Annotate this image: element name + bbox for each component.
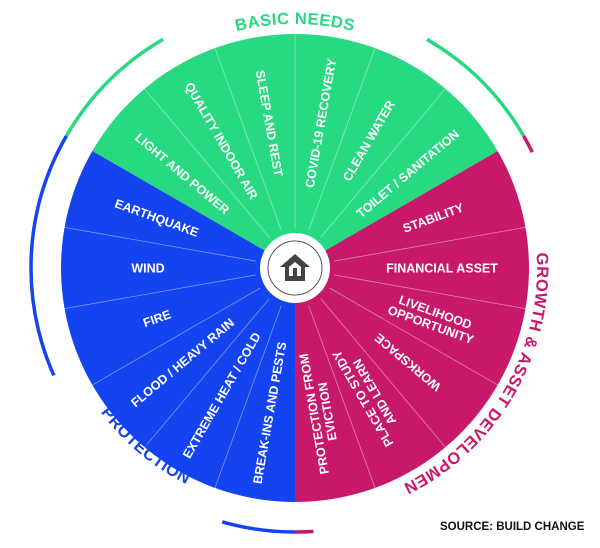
segment-divider [320,88,446,238]
sector-basic [92,34,498,268]
segment-divider [214,305,282,489]
ring-gap [50,373,224,526]
segment-label-financial-asset: FINANCIAL ASSET [386,262,498,276]
segment-divider [308,47,376,231]
house-icon [280,254,310,281]
outer-ring [29,0,563,536]
segment-divider [144,298,270,448]
segment-divider [92,287,261,386]
source-credit: SOURCE: BUILD CHANGE [440,521,585,533]
sector-growth [295,151,529,502]
sector-protection [60,151,295,502]
center-hub [260,233,330,303]
segment-label-line: FINANCIAL ASSET [386,262,498,276]
ring-gap [161,0,429,43]
segment-label-wind: WIND [131,262,164,276]
segment-divider [308,305,376,489]
category-title-basic: BASIC NEEDS [233,10,356,35]
segment-divider [320,298,446,448]
segment-divider [144,88,270,238]
segment-divider [334,274,526,310]
segment-divider [329,287,498,386]
segment-divider [214,47,282,231]
segment-divider [64,226,256,262]
ring-gap [313,150,563,536]
segment-divider [64,274,256,310]
segment-label-line: WIND [131,262,164,276]
segment-divider [334,226,526,262]
